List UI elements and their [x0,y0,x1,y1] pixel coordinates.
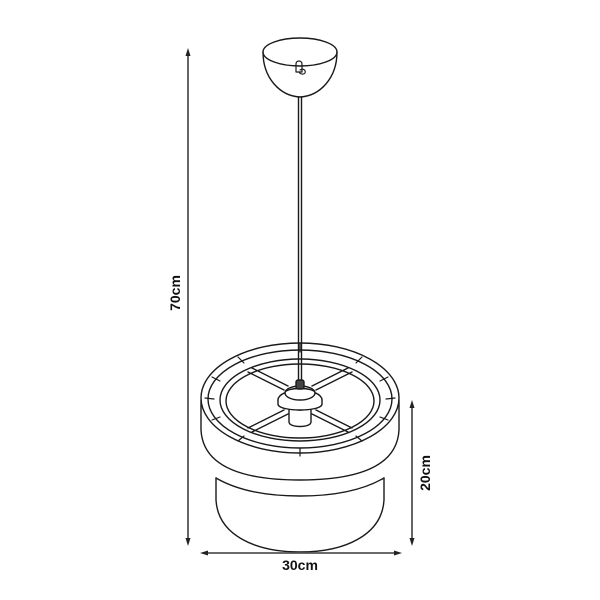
shade-rim-slots [204,343,396,457]
shade-width-label: 30cm [282,557,318,573]
total-height-label: 70cm [167,275,183,311]
ceiling-canopy [262,37,338,98]
dimension-lines [185,48,415,556]
suspension-cable [297,96,303,384]
shade-height-label: 20cm [417,455,433,491]
lamp-socket [277,379,323,428]
shade-frame-spokes [247,367,353,433]
dimension-shade-width [200,550,402,556]
shade-lower-drum [215,477,385,553]
dimension-shade-height [409,400,415,546]
dimension-total-height [185,48,191,546]
